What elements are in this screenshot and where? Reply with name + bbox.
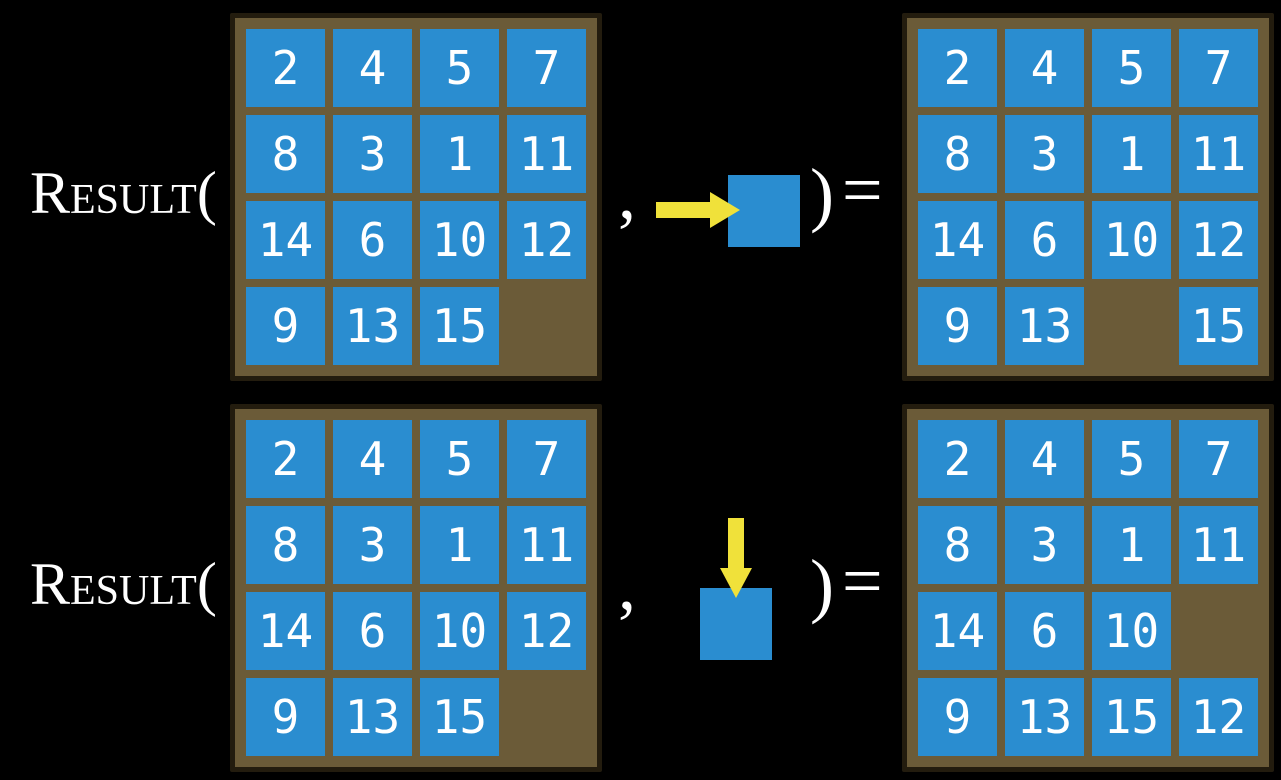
puzzle-tile: 12 xyxy=(1179,201,1258,279)
close-paren-1: ) xyxy=(810,154,834,234)
puzzle-tile: 13 xyxy=(333,287,412,365)
puzzle-tile: 9 xyxy=(918,678,997,756)
puzzle-tile: 5 xyxy=(420,420,499,498)
puzzle-tile: 6 xyxy=(1005,592,1084,670)
puzzle-tile: 4 xyxy=(333,420,412,498)
puzzle-tile: 1 xyxy=(1092,506,1171,584)
puzzle-tile: 8 xyxy=(918,506,997,584)
puzzle-tile: 5 xyxy=(1092,420,1171,498)
down-arrow-icon xyxy=(716,518,756,598)
puzzle-tile: 13 xyxy=(333,678,412,756)
equals-sign-1: = xyxy=(842,150,883,230)
puzzle-tile: 15 xyxy=(1092,678,1171,756)
puzzle-tile: 15 xyxy=(420,287,499,365)
puzzle-tile: 9 xyxy=(246,287,325,365)
puzzle-tile: 1 xyxy=(420,115,499,193)
function-name-result-2: Result( xyxy=(30,551,217,617)
puzzle-tile: 7 xyxy=(507,420,586,498)
puzzle-tile: 3 xyxy=(1005,115,1084,193)
puzzle-tile: 4 xyxy=(1005,29,1084,107)
right-arrow-icon xyxy=(656,190,740,230)
puzzle-tile: 13 xyxy=(1005,678,1084,756)
puzzle-tile: 11 xyxy=(507,115,586,193)
puzzle-tile: 12 xyxy=(507,592,586,670)
puzzle-tile: 12 xyxy=(1179,678,1258,756)
puzzle-tile: 7 xyxy=(507,29,586,107)
puzzle-tile: 11 xyxy=(1179,506,1258,584)
puzzle-tile: 3 xyxy=(333,506,412,584)
puzzle-tile: 6 xyxy=(1005,201,1084,279)
empty-cell xyxy=(1092,287,1171,365)
puzzle-tile: 12 xyxy=(507,201,586,279)
puzzle-tile: 2 xyxy=(246,29,325,107)
puzzle-tile: 9 xyxy=(918,287,997,365)
comma-separator-1: , xyxy=(618,154,636,234)
puzzle-tile: 7 xyxy=(1179,29,1258,107)
puzzle-tile: 2 xyxy=(246,420,325,498)
puzzle-tile: 9 xyxy=(246,678,325,756)
puzzle-tile: 15 xyxy=(1179,287,1258,365)
puzzle-tile: 8 xyxy=(918,115,997,193)
puzzle-tile: 1 xyxy=(420,506,499,584)
puzzle-tile: 14 xyxy=(246,201,325,279)
puzzle-tile: 10 xyxy=(420,201,499,279)
puzzle-tile: 11 xyxy=(507,506,586,584)
puzzle-tile: 3 xyxy=(333,115,412,193)
puzzle-tile: 8 xyxy=(246,506,325,584)
puzzle-tile: 6 xyxy=(333,592,412,670)
empty-cell xyxy=(1179,592,1258,670)
puzzle-tile: 11 xyxy=(1179,115,1258,193)
puzzle-tile: 4 xyxy=(333,29,412,107)
puzzle-tile: 2 xyxy=(918,420,997,498)
move-tile-argument-1 xyxy=(728,175,800,247)
puzzle-tile: 14 xyxy=(918,201,997,279)
empty-cell xyxy=(507,287,586,365)
equals-sign-2: = xyxy=(842,541,883,621)
puzzle-tile: 5 xyxy=(1092,29,1171,107)
puzzle-tile: 13 xyxy=(1005,287,1084,365)
puzzle-tile: 8 xyxy=(246,115,325,193)
puzzle-tile: 10 xyxy=(1092,201,1171,279)
function-name-result-1: Result( xyxy=(30,160,217,226)
puzzle-tile: 4 xyxy=(1005,420,1084,498)
puzzle-tile: 15 xyxy=(420,678,499,756)
puzzle-tile: 5 xyxy=(420,29,499,107)
puzzle-tile: 1 xyxy=(1092,115,1171,193)
move-tile-argument-2 xyxy=(700,588,772,660)
empty-cell xyxy=(507,678,586,756)
puzzle-tile: 6 xyxy=(333,201,412,279)
puzzle-tile: 14 xyxy=(918,592,997,670)
comma-separator-2: , xyxy=(618,545,636,625)
puzzle-tile: 2 xyxy=(918,29,997,107)
close-paren-2: ) xyxy=(810,545,834,625)
puzzle-tile: 10 xyxy=(1092,592,1171,670)
puzzle-tile: 14 xyxy=(246,592,325,670)
puzzle-tile: 10 xyxy=(420,592,499,670)
puzzle-tile: 3 xyxy=(1005,506,1084,584)
puzzle-tile: 7 xyxy=(1179,420,1258,498)
